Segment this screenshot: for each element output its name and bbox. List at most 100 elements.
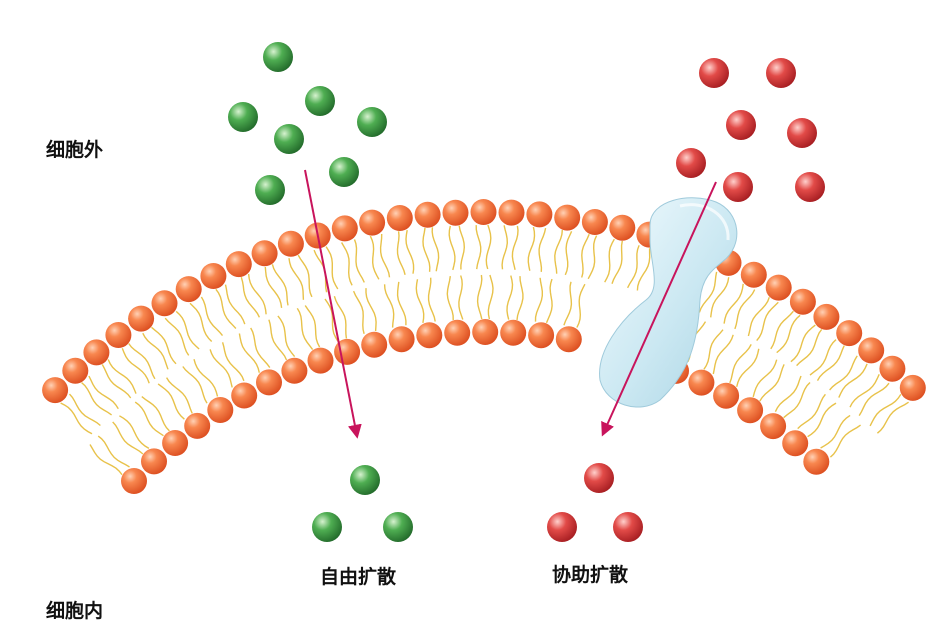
lipid-tail xyxy=(81,382,112,416)
phospholipid-head xyxy=(331,215,358,242)
lipid-tail xyxy=(796,328,823,367)
phospholipid-head xyxy=(470,199,497,225)
phospholipid-head xyxy=(277,230,304,257)
phospholipid-head xyxy=(554,204,581,231)
lipid-tail xyxy=(340,242,353,286)
lipid-tail xyxy=(193,359,219,397)
lipid-tail xyxy=(809,339,837,376)
lipid-tail xyxy=(134,401,164,437)
lipid-tail xyxy=(838,363,868,398)
lipid-tail xyxy=(238,333,260,373)
phospholipid-head xyxy=(231,382,258,409)
lipid-tail xyxy=(636,248,651,291)
lipid-tail xyxy=(458,225,466,270)
lipid-tail xyxy=(215,288,237,329)
phospholipid-head xyxy=(225,251,252,278)
lipid-tail xyxy=(774,375,802,413)
green-molecule xyxy=(350,465,380,495)
carrier-protein-highlight xyxy=(679,203,730,241)
lipid-tail xyxy=(858,382,890,416)
lipid-tail xyxy=(816,345,845,381)
carrier-protein xyxy=(599,197,738,408)
red-molecule xyxy=(723,172,753,202)
lipid-tail xyxy=(723,283,744,324)
lipid-tail xyxy=(88,375,119,410)
lipid-tail xyxy=(112,421,144,455)
lipid-tail xyxy=(157,383,185,420)
red-molecule xyxy=(584,463,614,493)
lipid-tail xyxy=(296,307,314,351)
phospholipid-head xyxy=(162,430,189,456)
lipid-tail xyxy=(379,233,391,278)
lipid-tail xyxy=(776,314,801,354)
lipid-tail xyxy=(333,295,348,339)
lipid-tail xyxy=(119,415,150,449)
lipid-tail xyxy=(783,382,811,419)
lipid-tail xyxy=(581,233,590,278)
lipid-tail xyxy=(431,227,440,272)
phospholipid-head xyxy=(609,214,636,241)
phospholipid-head xyxy=(359,209,386,236)
lipid-tail xyxy=(200,296,224,337)
inside-cell-label: 细胞内 xyxy=(46,600,104,622)
facilitated-diffusion-label: 协助扩散 xyxy=(552,564,629,586)
phospholipid-head xyxy=(813,303,840,330)
phospholipid-head xyxy=(498,199,525,226)
lipid-tail xyxy=(324,298,339,342)
phospholipid-head xyxy=(737,397,764,424)
green-molecule xyxy=(305,86,335,116)
lipid-tail xyxy=(97,435,130,468)
lipid-tail xyxy=(736,348,760,387)
lipid-tail xyxy=(101,364,132,399)
phospholipid-head xyxy=(879,355,906,382)
phospholipid-head xyxy=(175,276,202,303)
phospholipid-head xyxy=(899,374,926,401)
lipid-tail xyxy=(189,302,213,342)
lipid-tail xyxy=(277,315,296,358)
green-molecule xyxy=(329,157,359,187)
lipid-tail xyxy=(501,225,509,270)
lipid-tail xyxy=(604,238,615,283)
lipid-tail xyxy=(516,276,524,321)
lipid-tail xyxy=(352,290,365,334)
red-molecule xyxy=(787,118,817,148)
red-molecule xyxy=(547,512,577,542)
phospholipid-head xyxy=(151,290,178,317)
phospholipid-head xyxy=(251,240,278,267)
lipid-tail xyxy=(734,289,756,330)
phospholipid-head xyxy=(416,322,443,349)
lipid-tail xyxy=(365,288,377,332)
lipid-tail xyxy=(626,245,640,289)
lipid-tail xyxy=(164,317,190,356)
lipid-tail xyxy=(422,227,431,272)
phospholipid-head xyxy=(740,261,767,288)
lipid-tail xyxy=(288,258,305,300)
phospholipid-head xyxy=(83,339,110,366)
lipid-tail xyxy=(703,329,724,370)
phospholipid-head xyxy=(105,322,132,348)
lipid-tail xyxy=(807,402,837,438)
phospholipid-head xyxy=(858,337,885,364)
phospholipid-head xyxy=(386,205,413,231)
lipid-tail xyxy=(611,240,623,285)
green-molecule xyxy=(312,512,342,542)
lipid-tail xyxy=(797,393,826,430)
lipid-tail xyxy=(576,283,586,328)
red-molecule xyxy=(795,172,825,202)
phospholipid-head xyxy=(414,201,441,228)
facilitated-diffusion-arrow xyxy=(601,181,717,437)
outside-cell-label: 细胞外 xyxy=(46,139,104,161)
phospholipid-head xyxy=(528,322,555,349)
phospholipid-head xyxy=(307,347,334,374)
lipid-tails xyxy=(60,224,909,476)
lipid-tail xyxy=(475,225,482,270)
lipid-tail xyxy=(534,277,543,322)
lipid-tail xyxy=(698,271,718,313)
lipid-tail xyxy=(849,374,880,408)
phospholipid-head xyxy=(760,413,787,440)
lipid-tail xyxy=(511,225,519,270)
phospholipid-head xyxy=(361,331,388,358)
lipid-tail xyxy=(166,377,193,414)
lipid-tail xyxy=(829,424,861,458)
